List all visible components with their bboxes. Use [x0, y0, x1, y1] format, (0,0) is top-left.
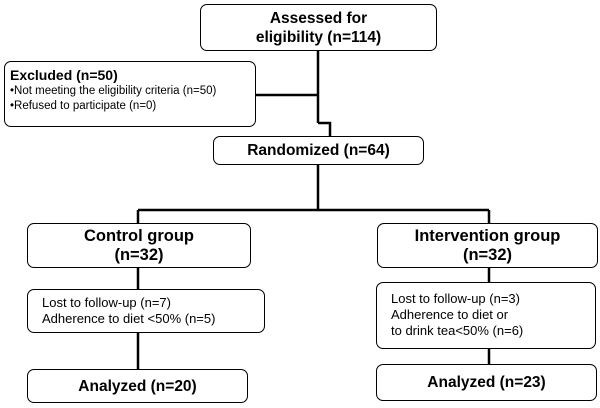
excluded-title: Excluded (n=50) [10, 67, 118, 83]
randomized-box: Randomized (n=64) [213, 136, 424, 165]
control-loss-item: Adherence to diet <50% (n=5) [42, 311, 216, 326]
intervention-loss-item: Adherence to diet or [391, 307, 509, 322]
intervention-group-n: (n=32) [462, 245, 513, 264]
control-loss-item: Lost to follow-up (n=7) [42, 295, 171, 310]
excluded-box: Excluded (n=50) •Not meeting the eligibi… [4, 61, 256, 127]
control-group-title: Control group [84, 226, 194, 245]
intervention-group-title: Intervention group [414, 226, 561, 245]
connector-randomize-junction [318, 121, 332, 136]
excluded-item: •Not meeting the eligibility criteria (n… [10, 85, 217, 97]
control-group-box: Control group (n=32) [27, 223, 251, 268]
control-loss-box: Lost to follow-up (n=7) Adherence to die… [27, 289, 265, 333]
randomized-label: Randomized (n=64) [247, 142, 390, 159]
control-analyzed-box: Analyzed (n=20) [27, 369, 248, 403]
control-analyzed-label: Analyzed (n=20) [78, 377, 197, 395]
control-group-n: (n=32) [114, 245, 164, 264]
intervention-loss-item: Lost to follow-up (n=3) [391, 291, 520, 306]
assessed-line1: Assessed for [269, 9, 368, 27]
intervention-loss-box: Lost to follow-up (n=3) Adherence to die… [376, 282, 596, 349]
intervention-group-box: Intervention group (n=32) [377, 223, 598, 268]
excluded-item: •Refused to participate (n=0) [10, 100, 157, 112]
intervention-loss-item: to drink tea<50% (n=6) [391, 323, 524, 338]
intervention-analyzed-box: Analyzed (n=23) [376, 364, 597, 401]
intervention-analyzed-label: Analyzed (n=23) [427, 374, 546, 391]
assessed-box: Assessed for eligibility (n=114) [200, 4, 437, 51]
assessed-line2: eligibility (n=114) [255, 28, 382, 46]
